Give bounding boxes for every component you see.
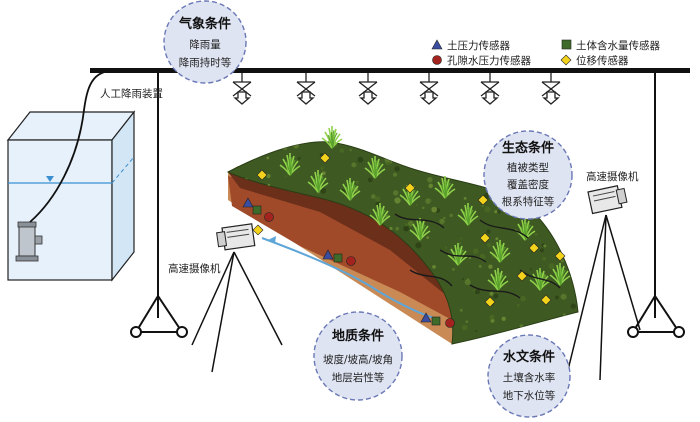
weather-line-2: 降雨持时等 bbox=[179, 56, 232, 69]
grass-tuft bbox=[549, 263, 571, 286]
displacement-sensor bbox=[319, 152, 331, 164]
frame-right-base bbox=[631, 294, 681, 333]
weather-line-1: 降雨量 bbox=[189, 38, 221, 51]
displacement-sensor bbox=[554, 250, 566, 262]
grass-tuft bbox=[489, 240, 511, 263]
legend-triangle-icon bbox=[431, 39, 443, 50]
grass-tuft bbox=[307, 170, 329, 193]
geology-title: 地质条件 bbox=[332, 328, 384, 344]
pore-pressure-sensor bbox=[445, 318, 455, 328]
displacement-sensor bbox=[256, 169, 268, 181]
grass-tuft bbox=[399, 183, 421, 206]
grass-tuft bbox=[321, 126, 343, 149]
geology-bubble: 地质条件 坡度/坡高/坡角 地层岩性等 bbox=[313, 311, 403, 401]
legend-label-pore-pressure: 孔隙水压力传感器 bbox=[447, 54, 531, 67]
sprinkler-nozzle-icon bbox=[480, 73, 500, 105]
moisture-sensor bbox=[252, 205, 262, 215]
pore-pressure-sensor bbox=[264, 212, 274, 222]
water-pipe bbox=[29, 69, 121, 223]
earth-pressure-sensor bbox=[242, 197, 254, 208]
sprinkler-nozzle-icon bbox=[232, 73, 252, 105]
frame-right-wheel-1 bbox=[627, 326, 639, 338]
grass-tufts bbox=[279, 126, 571, 291]
legend-diamond-icon bbox=[560, 54, 572, 66]
flow-arrow-icon bbox=[268, 236, 276, 244]
legend-circle-icon bbox=[432, 55, 442, 65]
hydrology-title: 水文条件 bbox=[503, 349, 555, 365]
earth-pressure-sensor bbox=[420, 312, 432, 323]
legend-label-moisture: 土体含水量传感器 bbox=[576, 39, 660, 52]
frame-left-base bbox=[134, 294, 184, 333]
displacement-sensor bbox=[477, 194, 489, 206]
slope-sensors bbox=[242, 152, 566, 328]
geology-line-2: 地层岩性等 bbox=[332, 371, 385, 384]
grass-tuft bbox=[529, 268, 551, 291]
ecology-line-2: 覆盖密度 bbox=[507, 178, 549, 191]
ecology-title: 生态条件 bbox=[502, 140, 554, 156]
rain-device-label: 人工降雨装置 bbox=[100, 87, 163, 100]
sprinkler-nozzles bbox=[232, 73, 561, 105]
frame-left-wheel-2 bbox=[176, 326, 188, 338]
displacement-sensor bbox=[484, 296, 496, 308]
ecology-line-3: 根系特征等 bbox=[502, 195, 555, 208]
grass-tuft bbox=[514, 218, 536, 241]
grass-tuft bbox=[279, 153, 301, 176]
grass-tuft bbox=[434, 176, 456, 199]
grass-tuft bbox=[369, 203, 391, 226]
legend: 土压力传感器 土体含水量传感器 孔隙水压力传感器 位移传感器 bbox=[431, 39, 660, 67]
moisture-sensor bbox=[431, 316, 441, 326]
moisture-sensor bbox=[333, 253, 343, 263]
hydrology-bubble: 水文条件 土壤含水率 地下水位等 bbox=[487, 334, 571, 418]
legend-label-displacement: 位移传感器 bbox=[576, 54, 629, 67]
grass-tuft bbox=[487, 268, 509, 291]
weather-title: 气象条件 bbox=[179, 16, 231, 32]
sprinkler-nozzle-icon bbox=[358, 73, 378, 105]
grass-tuft bbox=[364, 156, 386, 179]
ecology-line-1: 植被类型 bbox=[507, 161, 549, 174]
hydrology-line-1: 土壤含水率 bbox=[503, 371, 556, 384]
camera-right-label: 高速摄像机 bbox=[586, 170, 639, 183]
grass-tuft bbox=[457, 203, 479, 226]
weather-bubble: 气象条件 降雨量 降雨持时等 bbox=[163, 0, 247, 84]
ecology-bubble: 生态条件 植被类型 覆盖密度 根系特征等 bbox=[483, 130, 573, 220]
seepage-line bbox=[261, 237, 441, 321]
sprinkler-nozzle-icon bbox=[296, 73, 316, 105]
geology-line-1: 坡度/坡高/坡角 bbox=[323, 353, 393, 366]
frame-right-wheel-2 bbox=[673, 326, 685, 338]
camera-right bbox=[567, 185, 641, 381]
legend-square-icon bbox=[561, 39, 572, 50]
grass-tuft bbox=[339, 178, 361, 201]
hydrology-line-2: 地下水位等 bbox=[503, 389, 556, 402]
displacement-sensor bbox=[516, 270, 528, 282]
pump-icon bbox=[15, 221, 43, 262]
displacement-sensor bbox=[540, 294, 552, 306]
sprinkler-nozzle-icon bbox=[541, 73, 561, 105]
sprinkler-nozzle-icon bbox=[419, 73, 439, 105]
earth-pressure-sensor bbox=[322, 249, 334, 260]
rain-frame-beam bbox=[90, 68, 690, 73]
displacement-sensors bbox=[252, 152, 566, 308]
water-tank bbox=[6, 110, 136, 282]
soil-layer-mid bbox=[228, 176, 470, 320]
camera-left bbox=[191, 223, 283, 373]
displacement-sensor bbox=[528, 242, 540, 254]
displacement-sensor bbox=[252, 224, 264, 236]
soil-layer-top bbox=[228, 172, 478, 300]
legend-label-earth-pressure: 土压力传感器 bbox=[447, 39, 510, 52]
displacement-sensor bbox=[479, 232, 491, 244]
frame-left-wheel-1 bbox=[130, 326, 142, 338]
displacement-sensor bbox=[404, 182, 416, 194]
camera-left-label: 高速摄像机 bbox=[168, 262, 221, 275]
pore-pressure-sensor bbox=[346, 256, 356, 266]
